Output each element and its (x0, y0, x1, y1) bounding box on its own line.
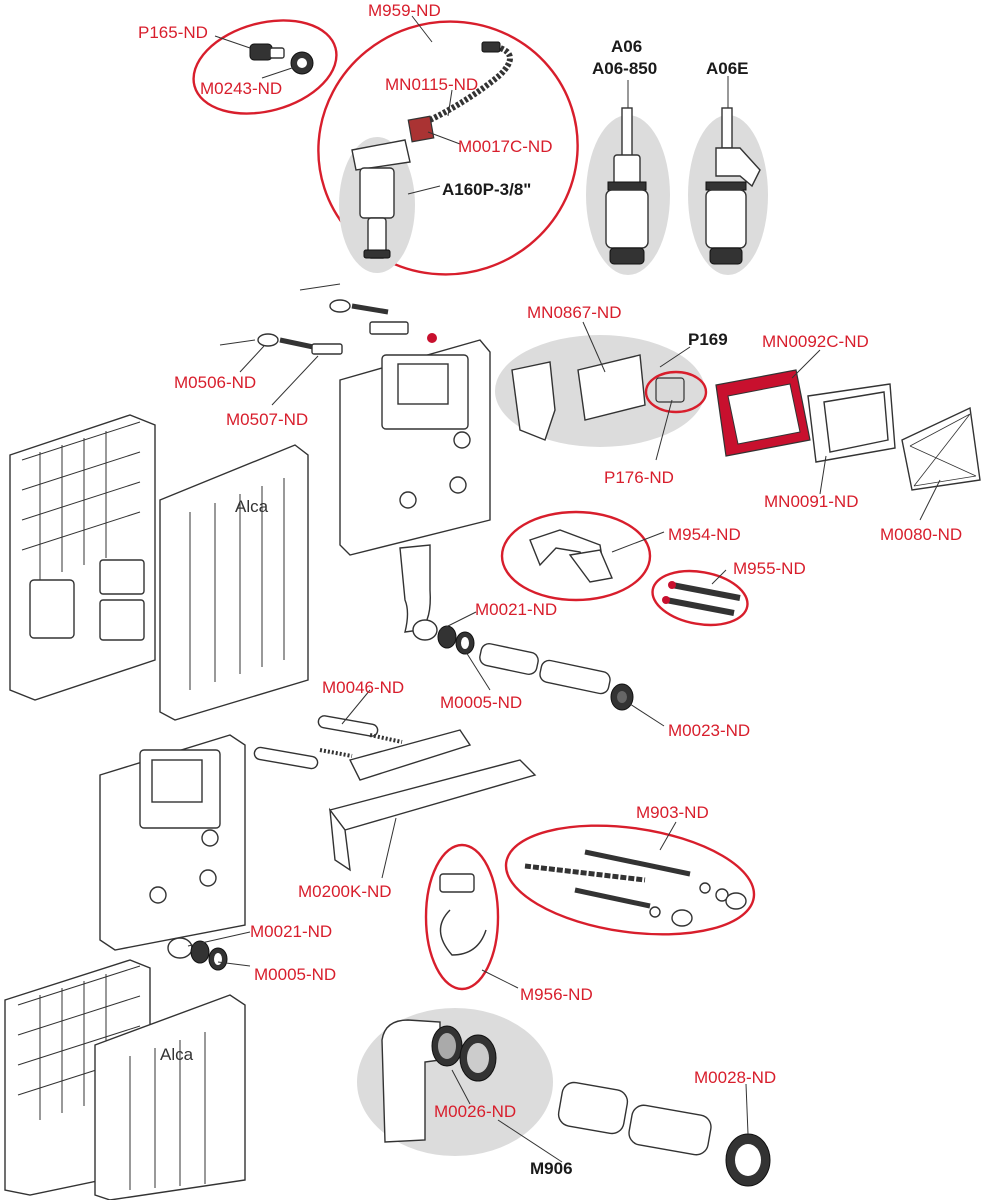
elbow-m906 (381, 1019, 441, 1143)
cistern-bottom (99, 734, 246, 951)
nut-m0021-bottom (167, 937, 193, 959)
group-outline-m954 (500, 510, 652, 602)
frame-panel-cover-bottom: Alca (94, 994, 246, 1200)
label-m0017c: M0017C-ND (458, 137, 552, 156)
nut-m0021-top (412, 619, 438, 641)
hose-fitting-top (481, 41, 501, 53)
label-m956: M956-ND (520, 985, 593, 1004)
label-mn0091: MN0091-ND (764, 492, 858, 511)
label-m0046: M0046-ND (322, 678, 404, 697)
label-m0506: M0506-ND (174, 373, 256, 392)
label-mn0115: MN0115-ND (385, 75, 478, 94)
group-outline-m959 (317, 20, 579, 276)
group-outline-m903 (504, 824, 756, 936)
seal-m0028 (725, 1133, 771, 1187)
rings-m0026 (431, 1025, 497, 1082)
label-a06e: A06E (706, 59, 749, 78)
fill-valve-a160p (351, 139, 411, 259)
group-outline-p165 (192, 19, 338, 115)
leader-lines (187, 15, 941, 1163)
bolts-m955 (662, 581, 741, 616)
label-a160p: A160P-3/8" (442, 180, 531, 199)
pipe-adapters (557, 1081, 712, 1156)
label-m0080: M0080-ND (880, 525, 962, 544)
box-mn0091 (807, 383, 896, 463)
washers-m0005-top (437, 625, 475, 655)
flush-valve-a06e (705, 107, 761, 265)
label-m903: M903-ND (636, 803, 709, 822)
pins-m0046 (253, 715, 403, 770)
screws-m0506 (219, 283, 389, 351)
label-m0005-top: M0005-ND (440, 693, 522, 712)
label-m0200k: M0200K-ND (298, 882, 392, 901)
label-m906: M906 (530, 1159, 573, 1178)
label-m955: M955-ND (733, 559, 806, 578)
frame-mn0092c (715, 369, 811, 457)
label-m0507: M0507-ND (226, 410, 308, 429)
label-a06: A06 (611, 37, 642, 56)
washers-m0005-bottom (190, 940, 228, 971)
cover-m0080 (901, 406, 981, 491)
pipe-segments (479, 642, 611, 695)
cistern-top (339, 339, 491, 556)
label-m0023: M0023-ND (668, 721, 750, 740)
rods-m903 (524, 849, 747, 927)
label-mn0867: MN0867-ND (527, 303, 621, 322)
label-mn0092c: MN0092C-ND (762, 332, 869, 351)
label-p165: P165-ND (138, 23, 208, 42)
label-m0243: M0243-ND (200, 79, 282, 98)
valve-p165 (249, 43, 285, 61)
label-p176: P176-ND (604, 468, 674, 487)
group-outline-m956 (424, 843, 500, 991)
clamp-m956 (439, 873, 487, 956)
holder-m954 (529, 529, 613, 583)
label-m0021-bottom: M0021-ND (250, 922, 332, 941)
brand-text-bottom: Alca (160, 1045, 194, 1064)
group-outline-m955 (651, 569, 749, 627)
group-outline-p176 (644, 370, 708, 414)
frame-panel-cover-top: Alca (159, 444, 309, 721)
bracket-m0200k (328, 729, 537, 872)
label-m959: M959-ND (368, 1, 441, 20)
gasket-m0017c (407, 115, 435, 143)
label-a06-850: A06-850 (592, 59, 657, 78)
label-m954: M954-ND (668, 525, 741, 544)
bracket-mn0867 (511, 354, 646, 441)
washer-m0243 (290, 51, 314, 75)
red-cap (427, 333, 437, 343)
frame-panel-grid-top (9, 414, 156, 701)
clip-m0507 (311, 321, 409, 355)
clip-p176 (655, 377, 685, 403)
label-m0028: M0028-ND (694, 1068, 776, 1087)
flush-valve-a06 (605, 107, 649, 265)
label-m0021-top: M0021-ND (475, 600, 557, 619)
rubber-m0023 (610, 683, 634, 711)
drain-elbow-top (399, 544, 431, 633)
brand-text-top: Alca (235, 497, 269, 516)
label-p169: P169 (688, 330, 728, 349)
hose-mn0115 (428, 45, 513, 123)
label-m0026: M0026-ND (434, 1102, 516, 1121)
label-m0005-bottom: M0005-ND (254, 965, 336, 984)
